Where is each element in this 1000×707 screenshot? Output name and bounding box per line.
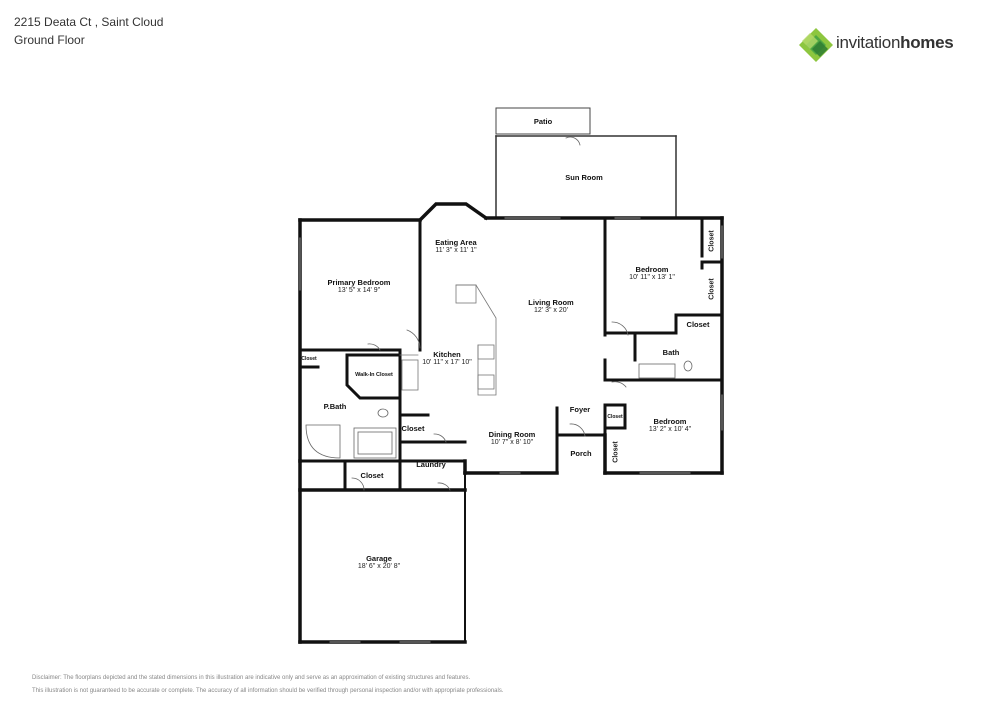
- room-foyer: Foyer: [569, 405, 591, 414]
- room-bedroom-1: Bedroom 10' 11" x 13' 1": [629, 265, 675, 281]
- disclaimer-line-1: Disclaimer: The floorplans depicted and …: [32, 675, 471, 681]
- room-dims: 11' 3" x 11' 1": [435, 247, 477, 254]
- room-patio: Patio: [533, 117, 553, 126]
- room-name: Eating Area: [435, 238, 477, 247]
- room-primary-bedroom: Primary Bedroom 13' 5" x 14' 9": [328, 278, 391, 294]
- room-porch: Porch: [570, 449, 592, 458]
- room-dining-room: Dining Room 10' 7" x 8' 10": [489, 430, 536, 446]
- room-closet-garage: Closet: [360, 471, 384, 480]
- room-sun-room: Sun Room: [565, 173, 603, 182]
- room-dims: 10' 7" x 8' 10": [490, 439, 534, 446]
- company-logo: invitationhomes: [798, 25, 978, 65]
- room-name: Kitchen: [433, 350, 461, 359]
- room-closet-bath: Closet: [686, 320, 710, 329]
- sun-room-walls: [495, 135, 677, 219]
- kitchen-fixtures: [399, 284, 497, 396]
- room-name: Garage: [366, 554, 392, 563]
- room-eating-area: Eating Area 11' 3" x 11' 1": [435, 238, 476, 254]
- room-laundry: Laundry: [416, 460, 446, 469]
- interior-walls: [298, 216, 724, 492]
- room-closet-bedroom-2: Closet: [612, 441, 620, 463]
- windows: [299, 217, 723, 643]
- floor-label: Ground Floor: [14, 33, 85, 47]
- room-closet-bedroom-1-bottom: Closet: [708, 278, 716, 300]
- room-dims: 13' 5" x 14' 9": [337, 287, 381, 294]
- room-bedroom-2: Bedroom 13' 2" x 10' 4": [649, 417, 691, 433]
- room-dims: 10' 11" x 13' 1": [629, 274, 675, 281]
- room-bath: Bath: [662, 348, 680, 357]
- room-closet-bedroom-1-top: Closet: [708, 230, 716, 252]
- room-closet-primary: Closet: [301, 356, 317, 362]
- room-name: Bedroom: [635, 265, 669, 274]
- room-dims: 10' 11" x 17' 10": [422, 359, 472, 366]
- property-address: 2215 Deata Ct , Saint Cloud: [14, 15, 164, 29]
- door-swings: [351, 136, 629, 491]
- logo-text-light: invitation: [836, 33, 901, 52]
- logo-wordmark: invitationhomes: [836, 33, 954, 53]
- room-dims: 13' 2" x 10' 4": [648, 426, 692, 433]
- patio-outline: [495, 107, 591, 135]
- room-garage: Garage 18' 6" x 20' 8": [358, 554, 400, 570]
- room-closet-kitchen: Closet: [401, 424, 425, 433]
- room-kitchen: Kitchen 10' 11" x 17' 10": [422, 350, 472, 366]
- room-name: Bedroom: [653, 417, 687, 426]
- room-dims: 12' 3" x 20': [534, 307, 568, 314]
- room-closet-foyer: Closet: [607, 414, 623, 420]
- room-name: Primary Bedroom: [327, 278, 391, 287]
- room-p-bath: P.Bath: [323, 402, 347, 411]
- logo-mark-icon: [799, 28, 833, 62]
- bath-fixtures: [305, 360, 693, 459]
- logo-text-bold: homes: [900, 33, 954, 52]
- room-walk-in-closet: Walk-In Closet: [355, 372, 393, 378]
- room-name: Living Room: [528, 298, 574, 307]
- room-name: Dining Room: [488, 430, 536, 439]
- room-dims: 18' 6" x 20' 8": [357, 563, 401, 570]
- disclaimer-line-2: This illustration is not guaranteed to b…: [32, 688, 504, 694]
- room-living-room: Living Room 12' 3" x 20': [528, 298, 573, 314]
